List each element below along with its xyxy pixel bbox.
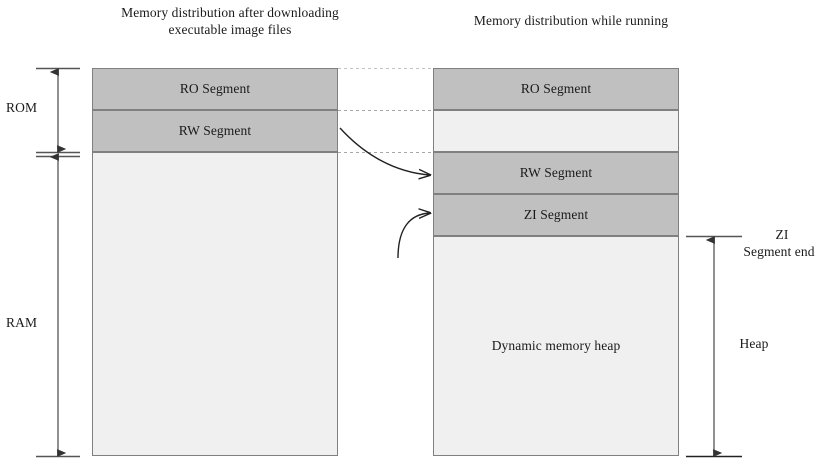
ram-axis-label: RAM [6, 315, 38, 330]
right-panel-title: Memory distribution while running [473, 13, 669, 28]
heap-axis-label: Heap [739, 336, 769, 351]
left-segment-ro: RO Segment [92, 68, 338, 110]
zi-creation-arrow [397, 213, 430, 259]
left-panel-title: Memory distribution after downloading ex… [121, 5, 339, 37]
zi-segment-end-label-line1: ZI [775, 227, 789, 242]
left-segment-free [92, 152, 338, 456]
ram-measure [36, 153, 80, 458]
left-segment-rw: RW Segment [92, 110, 338, 152]
right-segment-rw: RW Segment [433, 152, 679, 194]
rom-axis-label: ROM [6, 100, 38, 115]
right-segment-ro: RO Segment [433, 68, 679, 110]
right-segment-zi: ZI Segment [433, 194, 679, 236]
rw-relocation-arrow [339, 127, 430, 175]
right-segment-heap: Dynamic memory heap [433, 236, 679, 456]
right-segment-gap [433, 110, 679, 152]
dotted-connectors [338, 68, 433, 153]
zi-segment-end-label-line2: Segment end [743, 244, 815, 259]
